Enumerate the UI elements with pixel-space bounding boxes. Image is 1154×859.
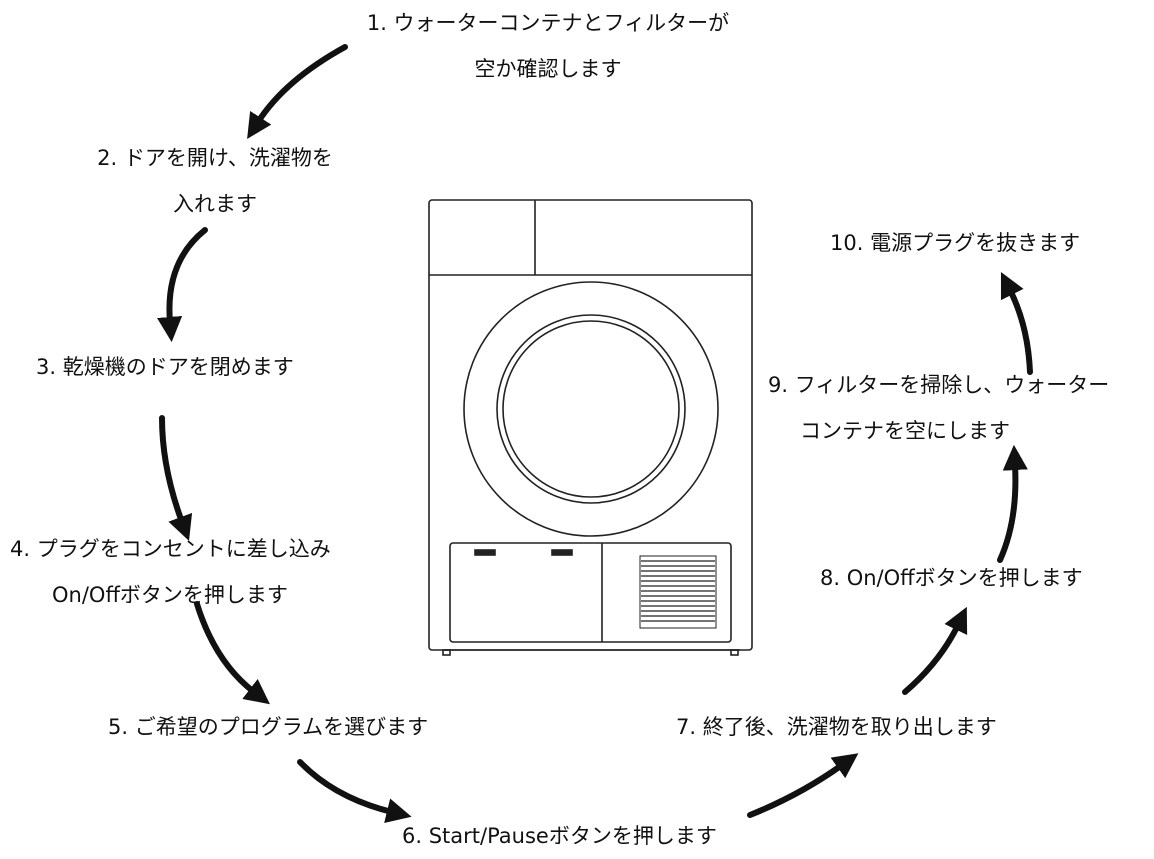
step-6: 6. Start/Pauseボタンを押します — [402, 813, 717, 859]
step-7: 7. 終了後、洗濯物を取り出します — [676, 704, 997, 750]
dryer-foot-left — [442, 649, 451, 656]
filter-handle-left — [474, 549, 496, 556]
arrow-step-4-to-5 — [194, 601, 270, 705]
door-middle-ring — [496, 314, 686, 504]
step-10-line-1: 10. 電源プラグを抜きます — [830, 231, 1081, 255]
step-9-line-1: 9. フィルターを掃除し、ウォーター — [768, 373, 1110, 397]
arrow-step-7-to-8 — [902, 606, 968, 695]
step-2-line-1: 2. ドアを開け、洗濯物を — [97, 146, 333, 170]
arrow-step-3-to-4 — [159, 415, 193, 541]
step-6-line-1: 6. Start/Pauseボタンを押します — [402, 824, 717, 848]
step-1-line-1: 1. ウォーターコンテナとフィルターが — [366, 11, 730, 35]
step-9-line-2: コンテナを空にします — [800, 419, 1010, 443]
step-2: 2. ドアを開け、洗濯物を 入れます — [70, 135, 360, 227]
step-2-line-2: 入れます — [173, 192, 257, 216]
arrow-step-9-to-10 — [1000, 271, 1033, 375]
step-5-line-1: 5. ご希望のプログラムを選びます — [108, 715, 429, 739]
step-5: 5. ご希望のプログラムを選びます — [108, 704, 428, 750]
arrow-step-1-to-2 — [247, 44, 348, 139]
filter-handle-right — [551, 549, 573, 556]
dryer-body — [428, 199, 753, 651]
step-8-line-1: 8. On/Offボタンを押します — [820, 566, 1083, 590]
step-4-line-2: On/Offボタンを押します — [52, 583, 288, 607]
step-7-line-1: 7. 終了後、洗濯物を取り出します — [676, 715, 997, 739]
bottom-panel — [449, 542, 732, 643]
step-4-line-1: 4. プラグをコンセントに差し込み — [10, 537, 331, 561]
arrow-step-5-to-6 — [297, 759, 412, 824]
arrow-step-6-to-7 — [747, 753, 859, 818]
step-9: 9. フィルターを掃除し、ウォーター コンテナを空にします — [768, 362, 1109, 454]
step-1: 1. ウォーターコンテナとフィルターが 空か確認します — [330, 0, 766, 92]
door-inner-ring — [502, 320, 680, 498]
step-4: 4. プラグをコンセントに差し込み On/Offボタンを押します — [10, 526, 331, 618]
dryer-foot-right — [730, 649, 739, 656]
step-1-line-2: 空か確認します — [474, 57, 622, 81]
dryer-illustration — [428, 199, 753, 656]
step-10: 10. 電源プラグを抜きます — [830, 220, 1080, 266]
step-3-line-1: 3. 乾燥機のドアを閉めます — [36, 355, 294, 379]
door-outer-ring — [463, 281, 719, 537]
arrow-step-8-to-9 — [997, 444, 1028, 563]
arrow-step-2-to-3 — [157, 227, 208, 343]
vent-grille — [639, 555, 717, 629]
step-3: 3. 乾燥機のドアを閉めます — [36, 344, 294, 390]
step-8: 8. On/Offボタンを押します — [820, 555, 1083, 601]
